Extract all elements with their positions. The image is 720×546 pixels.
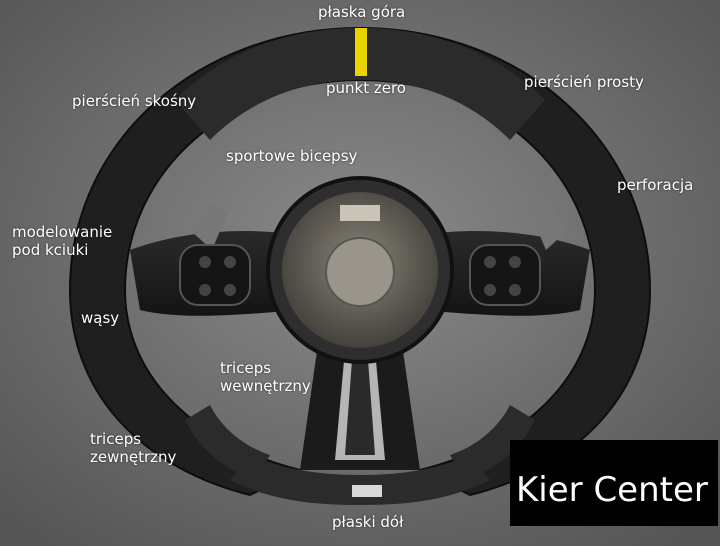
kier-center-logo: Kier Center: [516, 470, 708, 510]
left-button-1: [199, 256, 211, 268]
wheel-rim-bottom-alcantara: [230, 455, 490, 505]
left-paddle: [190, 205, 228, 250]
label-flat-top: płaska góra: [318, 3, 406, 21]
right-paddle: [530, 205, 568, 250]
label-whiskers: wąsy: [81, 309, 120, 327]
left-button-panel: [179, 244, 251, 306]
wheel-rim-top-alcantara: [175, 28, 545, 140]
right-button-4: [509, 284, 521, 296]
bottom-spoke-center: [345, 360, 375, 455]
rim-lower-left-alcantara: [185, 405, 270, 480]
rim-lower-right-alcantara: [450, 405, 535, 480]
left-button-4: [224, 284, 236, 296]
label-zero-point: punkt zero: [326, 79, 406, 97]
label-flat-bottom: płaski dół: [332, 513, 404, 531]
label-perforation: perforacja: [617, 176, 694, 194]
label-sport-biceps: sportowe bicepsy: [226, 147, 358, 165]
right-button-3: [484, 284, 496, 296]
hub-top-plate: [340, 205, 380, 221]
right-button-1: [484, 256, 496, 268]
label-thumb-modeling: modelowanie pod kciuki: [12, 223, 113, 259]
right-button-panel: [469, 244, 541, 306]
label-straight-ring: pierścień prosty: [524, 73, 644, 91]
top-yellow-stripe: [355, 28, 367, 76]
label-slanted-ring: pierścień skośny: [72, 92, 197, 110]
right-button-2: [509, 256, 521, 268]
hub-center: [325, 237, 395, 307]
m-badge: [352, 485, 382, 497]
left-button-3: [199, 284, 211, 296]
label-triceps-inner: triceps wewnętrzny: [220, 359, 311, 395]
label-triceps-outer: triceps zewnętrzny: [90, 430, 177, 466]
left-button-2: [224, 256, 236, 268]
logo-box: [510, 440, 718, 526]
